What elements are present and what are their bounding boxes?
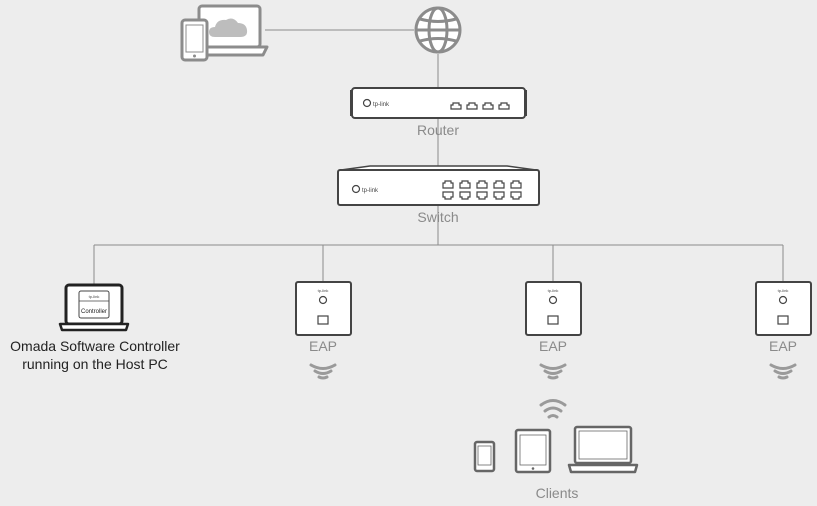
wifi-signal-icon-3	[769, 363, 797, 380]
router-logo-icon	[362, 98, 372, 108]
eap-label-2: EAP	[538, 338, 567, 354]
eap-device-3: tp-link	[755, 281, 812, 336]
clients-label: Clients	[535, 485, 579, 501]
switch-brand: tp-link	[362, 188, 379, 194]
wifi-signal-icon-2	[539, 363, 567, 380]
client-phone-icon	[473, 440, 496, 473]
eap-device-1: tp-link	[295, 281, 352, 336]
svg-text:tp-link: tp-link	[548, 288, 559, 293]
connection-lines	[93, 29, 784, 285]
client-laptop-icon	[567, 425, 639, 474]
cloud-management-icon	[180, 4, 269, 62]
tablet-icon	[180, 18, 209, 62]
eap-label-3: EAP	[768, 338, 797, 354]
eap-device-2: tp-link	[525, 281, 582, 336]
internet-globe-icon	[414, 6, 462, 54]
laptop-cloud-icon	[190, 4, 269, 57]
controller-label-line1: Omada Software Controller	[10, 338, 180, 354]
wifi-signal-icon-1	[309, 363, 337, 380]
router-label: Router	[416, 122, 460, 138]
switch-label: Switch	[417, 209, 459, 225]
svg-text:tp-link: tp-link	[318, 288, 329, 293]
controller-laptop-icon: tp-link Controller	[58, 283, 130, 332]
router-ports	[450, 102, 510, 110]
switch-device: tp-link	[337, 165, 540, 206]
cloud-icon	[209, 18, 248, 37]
router-brand: tp-link	[373, 102, 390, 108]
controller-screen-brand: tp-link	[89, 294, 100, 299]
client-wifi-icon	[539, 399, 567, 419]
router-device: tp-link	[350, 87, 527, 119]
svg-text:tp-link: tp-link	[778, 288, 789, 293]
eap-label-1: EAP	[308, 338, 337, 354]
switch-logo-icon	[351, 184, 361, 194]
switch-ports	[442, 180, 522, 200]
controller-label-line2: running on the Host PC	[22, 356, 168, 372]
controller-screen-label: Controller	[81, 309, 107, 315]
client-tablet-icon	[514, 428, 552, 474]
